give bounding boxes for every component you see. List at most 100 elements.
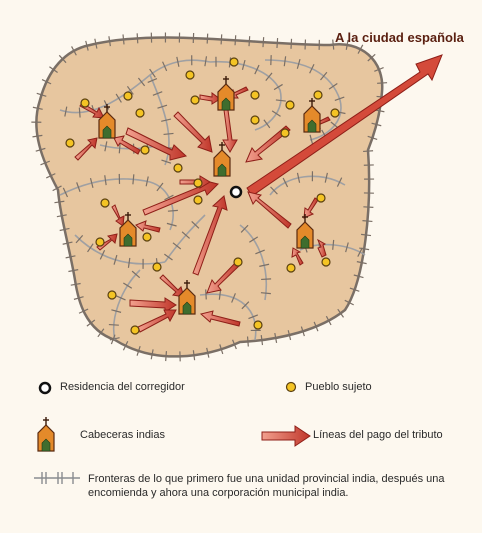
border-hash-mark [99,250,106,260]
border-hash-mark [152,91,163,96]
tribute-arrow [291,247,304,266]
village-dot-icon [142,232,152,242]
border-hash-mark [113,254,118,265]
territory-shape [35,36,384,358]
border-hash-mark [246,336,249,347]
village-dot-icon [193,195,203,205]
village-dot-icon [100,198,110,208]
border-hash-mark [362,220,373,223]
border-hash-mark [271,110,281,117]
tribute-arrow [135,220,161,233]
border-hash-mark [374,67,384,72]
border-hash-mark [176,56,180,67]
border-hash-mark [287,330,292,341]
border-hash-mark [282,177,289,188]
border-hash-mark [163,132,174,136]
border-hash-mark [68,269,79,273]
tribute-arrow [222,109,238,153]
title-to-city: A la ciudad española [335,30,464,45]
border-hash-mark [349,287,360,292]
border-hash-mark [377,82,388,84]
village-dot-icon [229,57,239,67]
village-dot-icon [321,257,331,267]
border-hash-mark [164,194,174,201]
border-hash-mark [320,71,328,81]
border-hash-mark [206,33,209,44]
village-dot-icon [250,90,260,100]
border-hash-mark [78,107,81,118]
border-hash-mark [111,309,122,313]
village-dot-icon [330,108,340,118]
border-hash-mark [345,39,349,50]
border-hash-mark [261,278,272,281]
border-hash-mark [75,235,84,244]
border-hash-mark [108,36,111,47]
border-hash-mark [109,337,120,341]
border-hash-mark [290,38,293,49]
legend-corregidor-label: Residencia del corregidor [60,381,185,393]
border-hash-mark [161,118,172,122]
border-hash-mark [275,99,286,102]
village-dot-icon [130,325,140,335]
border-hash-mark [104,141,108,152]
legend-corregidor-ring-icon [38,381,52,395]
border-hash-mark [276,37,279,49]
border-hash-mark [205,289,207,300]
border-hash-mark [116,295,126,301]
border-hash-mark [181,231,190,239]
border-hash-mark [231,293,236,303]
border-hash-mark [249,236,259,243]
border-hash-mark [334,96,345,101]
border-hash-mark [283,56,287,67]
border-hash-mark [40,160,51,166]
border-hash-mark [41,79,52,85]
tribute-arrow [303,197,319,219]
border-hash-mark [46,173,56,179]
border-hash-mark [73,296,84,300]
village-dot-icon [285,100,295,110]
legend-border-line-icon [34,472,80,484]
village-dot-icon [80,98,90,108]
village-dot-icon [190,95,200,105]
village-dot-icon [313,90,323,100]
border-hash-mark [167,209,178,212]
border-hash-mark [313,321,319,332]
border-hash-mark [332,239,335,250]
village-dot-icon [193,178,203,188]
border-hash-mark [78,308,89,314]
border-hash-mark [345,242,349,253]
border-hash-mark [219,344,224,355]
border-hash-mark [363,150,374,153]
border-hash-mark [136,345,141,356]
border-hash-mark [147,78,158,84]
border-hash-mark [309,63,315,74]
village-dot-icon [253,320,263,330]
border-hash-mark [32,134,43,138]
border-hash-mark [145,176,149,187]
village-dot-icon [65,138,75,148]
border-hash-mark [89,177,94,188]
village-dot-icon [95,237,105,247]
border-hash-mark [64,106,68,117]
border-hash-mark [149,68,156,78]
border-hash-mark [71,46,77,56]
border-hash-mark [97,328,105,338]
border-hash-mark [137,77,146,87]
legend-lineas-label: Líneas del pago del tributo [313,429,443,441]
tribute-arrow [125,127,188,161]
border-hash-mark [367,53,376,62]
tribute-arrows [74,54,443,333]
border-hash-mark [35,147,46,152]
border-hash-mark [54,200,65,204]
border-hash-mark [260,292,271,295]
border-hash-mark [62,241,73,245]
border-hash-mark [86,319,96,327]
legend-pueblo-label: Pueblo sujeto [305,381,372,393]
border-hash-mark [220,34,223,45]
border-hash-mark [367,135,378,141]
border-hash-mark [328,82,338,90]
tribute-arrow-to-city [246,54,443,197]
border-hash-mark [255,249,265,255]
village-dot-icon [107,290,117,300]
tribute-arrow [199,92,221,105]
